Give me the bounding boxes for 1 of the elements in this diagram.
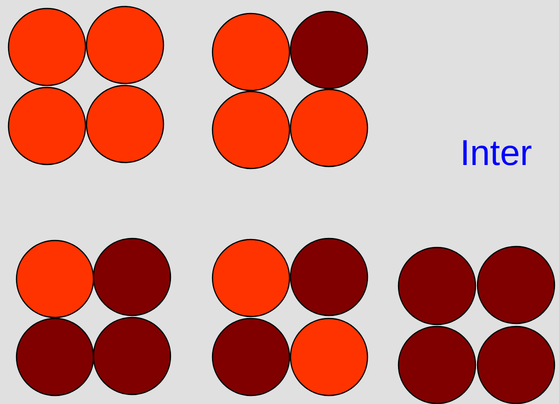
heading-text: Inter bbox=[460, 132, 532, 174]
